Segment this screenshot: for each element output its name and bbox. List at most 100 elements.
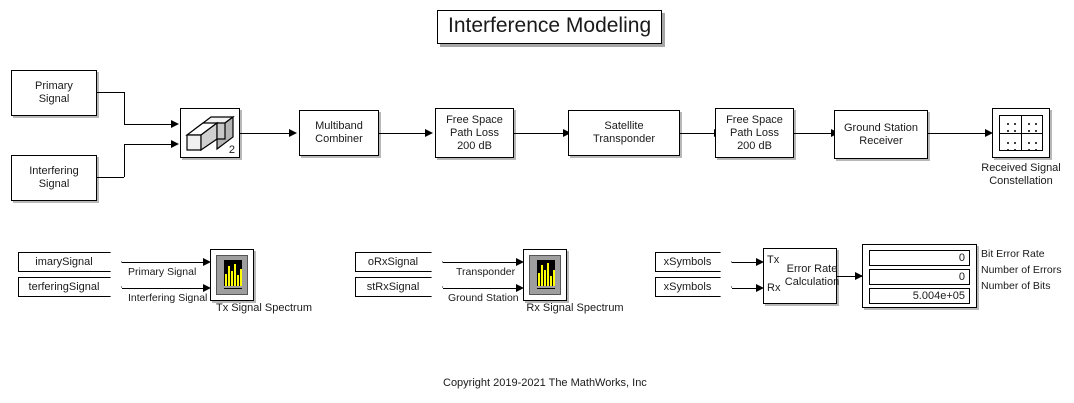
wire-label-ground-station: Ground Station <box>448 292 519 304</box>
wire-primary-out <box>97 92 124 93</box>
block-ground-station-receiver[interactable]: Ground Station Receiver <box>834 110 928 159</box>
constellation-point <box>1035 149 1038 152</box>
from-tag-ground-station-rx-signal[interactable]: stRxSignal <box>355 277 443 297</box>
block-primary-signal[interactable]: Primary Signal <box>11 70 97 116</box>
wire-fspl1-to-transponder <box>514 133 564 134</box>
arrow-erc-tx-in <box>756 257 764 266</box>
display-label-number-of-bits: Number of Bits <box>981 280 1051 292</box>
wire-rx-transponder <box>443 262 517 263</box>
arrow-fspl1-in <box>425 128 433 137</box>
block-interfering-signal[interactable]: Interfering Signal <box>11 155 97 201</box>
spectrum-bar <box>228 266 230 286</box>
erc-port-rx-label: Rx <box>767 282 781 294</box>
erc-port-tx-label: Tx <box>767 254 780 266</box>
from-tag-transponder-rx-signal[interactable]: oRxSignal <box>355 252 443 272</box>
spectrum-bar <box>541 265 543 286</box>
from-tag-tx-symbols-label: xSymbols <box>663 256 712 268</box>
constellation-plot <box>999 115 1043 152</box>
constellation-point <box>1028 130 1031 133</box>
wire-receiver-to-constellation <box>928 133 986 134</box>
from-tag-ground-station-rx-signal-label: stRxSignal <box>366 281 420 293</box>
spectrum-bar <box>544 270 546 286</box>
tx-plot-y-axis <box>222 260 224 289</box>
constellation-point <box>1035 130 1038 133</box>
block-ground-station-receiver-label: Ground Station Receiver <box>844 121 918 147</box>
rx-scope-frame <box>529 255 561 295</box>
spectrum-bar <box>553 270 555 286</box>
wire-interfering-out <box>97 177 124 178</box>
spectrum-bar <box>237 275 239 286</box>
wire-primary-drop <box>124 92 125 124</box>
block-matrix-concatenate[interactable]: 2 <box>180 108 240 158</box>
wire-to-erc-tx <box>732 262 757 263</box>
block-satellite-transponder[interactable]: Satellite Transponder <box>568 110 680 156</box>
concatenate-3d-box-icon <box>185 115 235 152</box>
block-constellation-diagram[interactable] <box>992 108 1050 158</box>
wire-erc-to-display <box>837 276 862 277</box>
block-free-space-path-loss-2[interactable]: Free Space Path Loss 200 dB <box>715 108 794 158</box>
spectrum-bar <box>547 263 549 286</box>
from-tag-interfering-signal-label: terferingSignal <box>28 281 100 293</box>
arrow-display-in <box>855 271 863 280</box>
arrow-combiner-in <box>289 128 297 137</box>
block-primary-signal-label: Primary Signal <box>35 80 73 105</box>
spectrum-bar <box>231 271 233 286</box>
constellation-point <box>1014 142 1017 145</box>
rx-plot-y-axis <box>535 260 537 289</box>
constellation-point <box>1014 130 1017 133</box>
wire-label-transponder: Transponder <box>456 266 516 278</box>
block-error-rate-calculation-label: Error Rate Calculation <box>784 263 840 288</box>
from-tag-tx-symbols[interactable]: xSymbols <box>655 252 732 272</box>
block-free-space-path-loss-1[interactable]: Free Space Path Loss 200 dB <box>435 108 514 158</box>
from-tag-interfering-signal[interactable]: terferingSignal <box>18 277 122 297</box>
arrow-rx-scope-in2 <box>516 283 524 292</box>
block-multiband-combiner[interactable]: Multiband Combiner <box>299 110 379 156</box>
from-tag-transponder-rx-signal-label: oRxSignal <box>367 256 419 268</box>
display-value-number-of-errors: 0 <box>869 269 970 285</box>
wire-label-interfering-signal: Interfering Signal <box>128 292 208 304</box>
from-tag-primary-signal[interactable]: imarySignal <box>18 252 122 272</box>
wire-concat-to-combiner <box>240 133 290 134</box>
block-interfering-signal-label: Interfering Signal <box>29 165 79 190</box>
block-error-rate-calculation[interactable]: Tx Rx Error Rate Calculation <box>763 248 839 304</box>
constellation-point <box>1035 142 1038 145</box>
arrow-constellation-in <box>985 128 993 137</box>
rx-spectrum-plot <box>535 260 555 289</box>
constellation-point <box>1014 123 1017 126</box>
arrow-transponder-in <box>563 128 571 137</box>
constellation-point <box>1007 149 1010 152</box>
constellation-point <box>1028 142 1031 145</box>
arrow-concat-in2 <box>171 139 179 148</box>
arrow-erc-rx-in <box>756 283 764 292</box>
copyright-notice: Copyright 2019-2021 The MathWorks, Inc <box>443 377 647 389</box>
arrow-rx-scope-in1 <box>516 257 524 266</box>
wire-transponder-to-fspl2 <box>680 133 715 134</box>
block-free-space-path-loss-2-label: Free Space Path Loss 200 dB <box>726 113 783 152</box>
from-tag-rx-symbols[interactable]: xSymbols <box>655 277 732 297</box>
wire-combiner-to-fspl1 <box>379 133 426 134</box>
display-value-number-of-bits: 5.004e+05 <box>869 288 970 304</box>
block-display[interactable]: 0 0 5.004e+05 <box>862 244 977 308</box>
wire-fspl2-to-receiver <box>794 133 832 134</box>
tx-scope-frame <box>216 255 248 295</box>
block-tx-signal-spectrum[interactable] <box>210 249 254 301</box>
constellation-point <box>1035 123 1038 126</box>
block-multiband-combiner-label: Multiband Combiner <box>315 120 363 145</box>
from-tag-primary-signal-label: imarySignal <box>35 256 93 268</box>
arrow-tx-scope-in1 <box>203 257 211 266</box>
wire-primary-in <box>124 124 172 125</box>
arrow-concat-in1 <box>171 119 179 128</box>
model-title: Interference Modeling <box>437 10 663 44</box>
concatenate-port-count: 2 <box>228 144 235 156</box>
rx-scope-caption: Rx Signal Spectrum <box>526 302 624 314</box>
block-rx-signal-spectrum[interactable] <box>523 249 567 301</box>
wire-tx-interfering <box>122 288 204 289</box>
wire-rx-ground-station <box>443 288 517 289</box>
tx-plot-x-axis <box>222 286 242 288</box>
constellation-caption: Received Signal Constellation <box>981 162 1061 187</box>
wire-interfering-rise <box>124 144 125 177</box>
spectrum-bar <box>234 264 236 286</box>
display-label-number-of-errors: Number of Errors <box>981 264 1062 276</box>
rx-plot-x-axis <box>535 286 555 288</box>
